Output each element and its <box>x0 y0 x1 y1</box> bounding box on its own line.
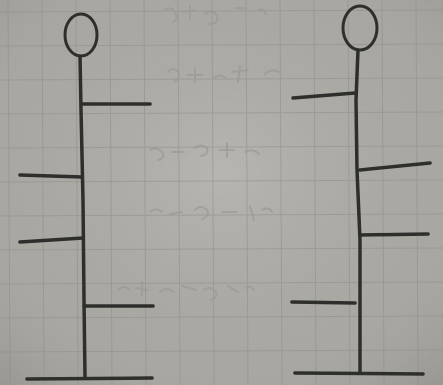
right-figure-base <box>295 373 423 374</box>
right-figure-rung-4 <box>292 302 355 303</box>
left-figure-base <box>27 378 152 379</box>
right-figure-rung-3 <box>360 234 428 235</box>
left-figure-rung-2 <box>20 175 82 177</box>
